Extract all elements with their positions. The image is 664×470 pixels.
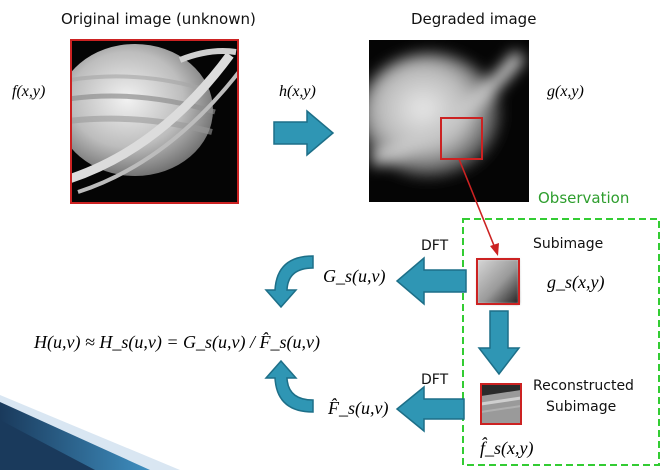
subimage-thumbnail	[476, 258, 520, 305]
curved-arrow-bottom	[264, 359, 314, 413]
original-image	[70, 39, 239, 204]
transfer-function-equation: H(u,v) ≈ H_s(u,v) = G_s(u,v) / F̂_s(u,v)	[34, 332, 320, 352]
reconstructed-thumbnail	[480, 383, 522, 425]
curved-arrow-top	[264, 255, 314, 309]
reconstructed-label-line1: Reconstructed	[533, 378, 634, 394]
subimage-region	[440, 117, 483, 160]
gs-xy-label: g_s(x,y)	[547, 272, 605, 292]
corner-decoration	[0, 395, 180, 470]
dft-label-top: DFT	[421, 238, 449, 254]
subimage-label: Subimage	[533, 236, 604, 252]
degraded-image-caption: Degraded image	[411, 10, 537, 28]
dft-label-bottom: DFT	[421, 372, 449, 388]
g-xy-label: g(x,y)	[547, 83, 584, 100]
dft-arrow-bottom	[395, 385, 465, 433]
subimage-pointer	[458, 158, 499, 256]
fs-hat-uv-label: F̂_s(u,v)	[328, 398, 389, 418]
reconstructed-label-line2: Subimage	[546, 399, 617, 415]
observation-label: Observation	[538, 189, 630, 207]
degraded-image	[369, 40, 529, 202]
fs-hat-xy-label: f̂_s(x,y)	[480, 438, 534, 458]
observation-box	[462, 218, 660, 466]
degradation-arrow	[273, 109, 335, 157]
gs-uv-label: G_s(u,v)	[323, 266, 386, 286]
dft-arrow-top	[395, 256, 467, 306]
h-xy-label: h(x,y)	[279, 83, 316, 100]
down-arrow	[477, 310, 521, 376]
f-xy-label: f(x,y)	[12, 83, 46, 100]
original-image-caption: Original image (unknown)	[61, 10, 256, 28]
